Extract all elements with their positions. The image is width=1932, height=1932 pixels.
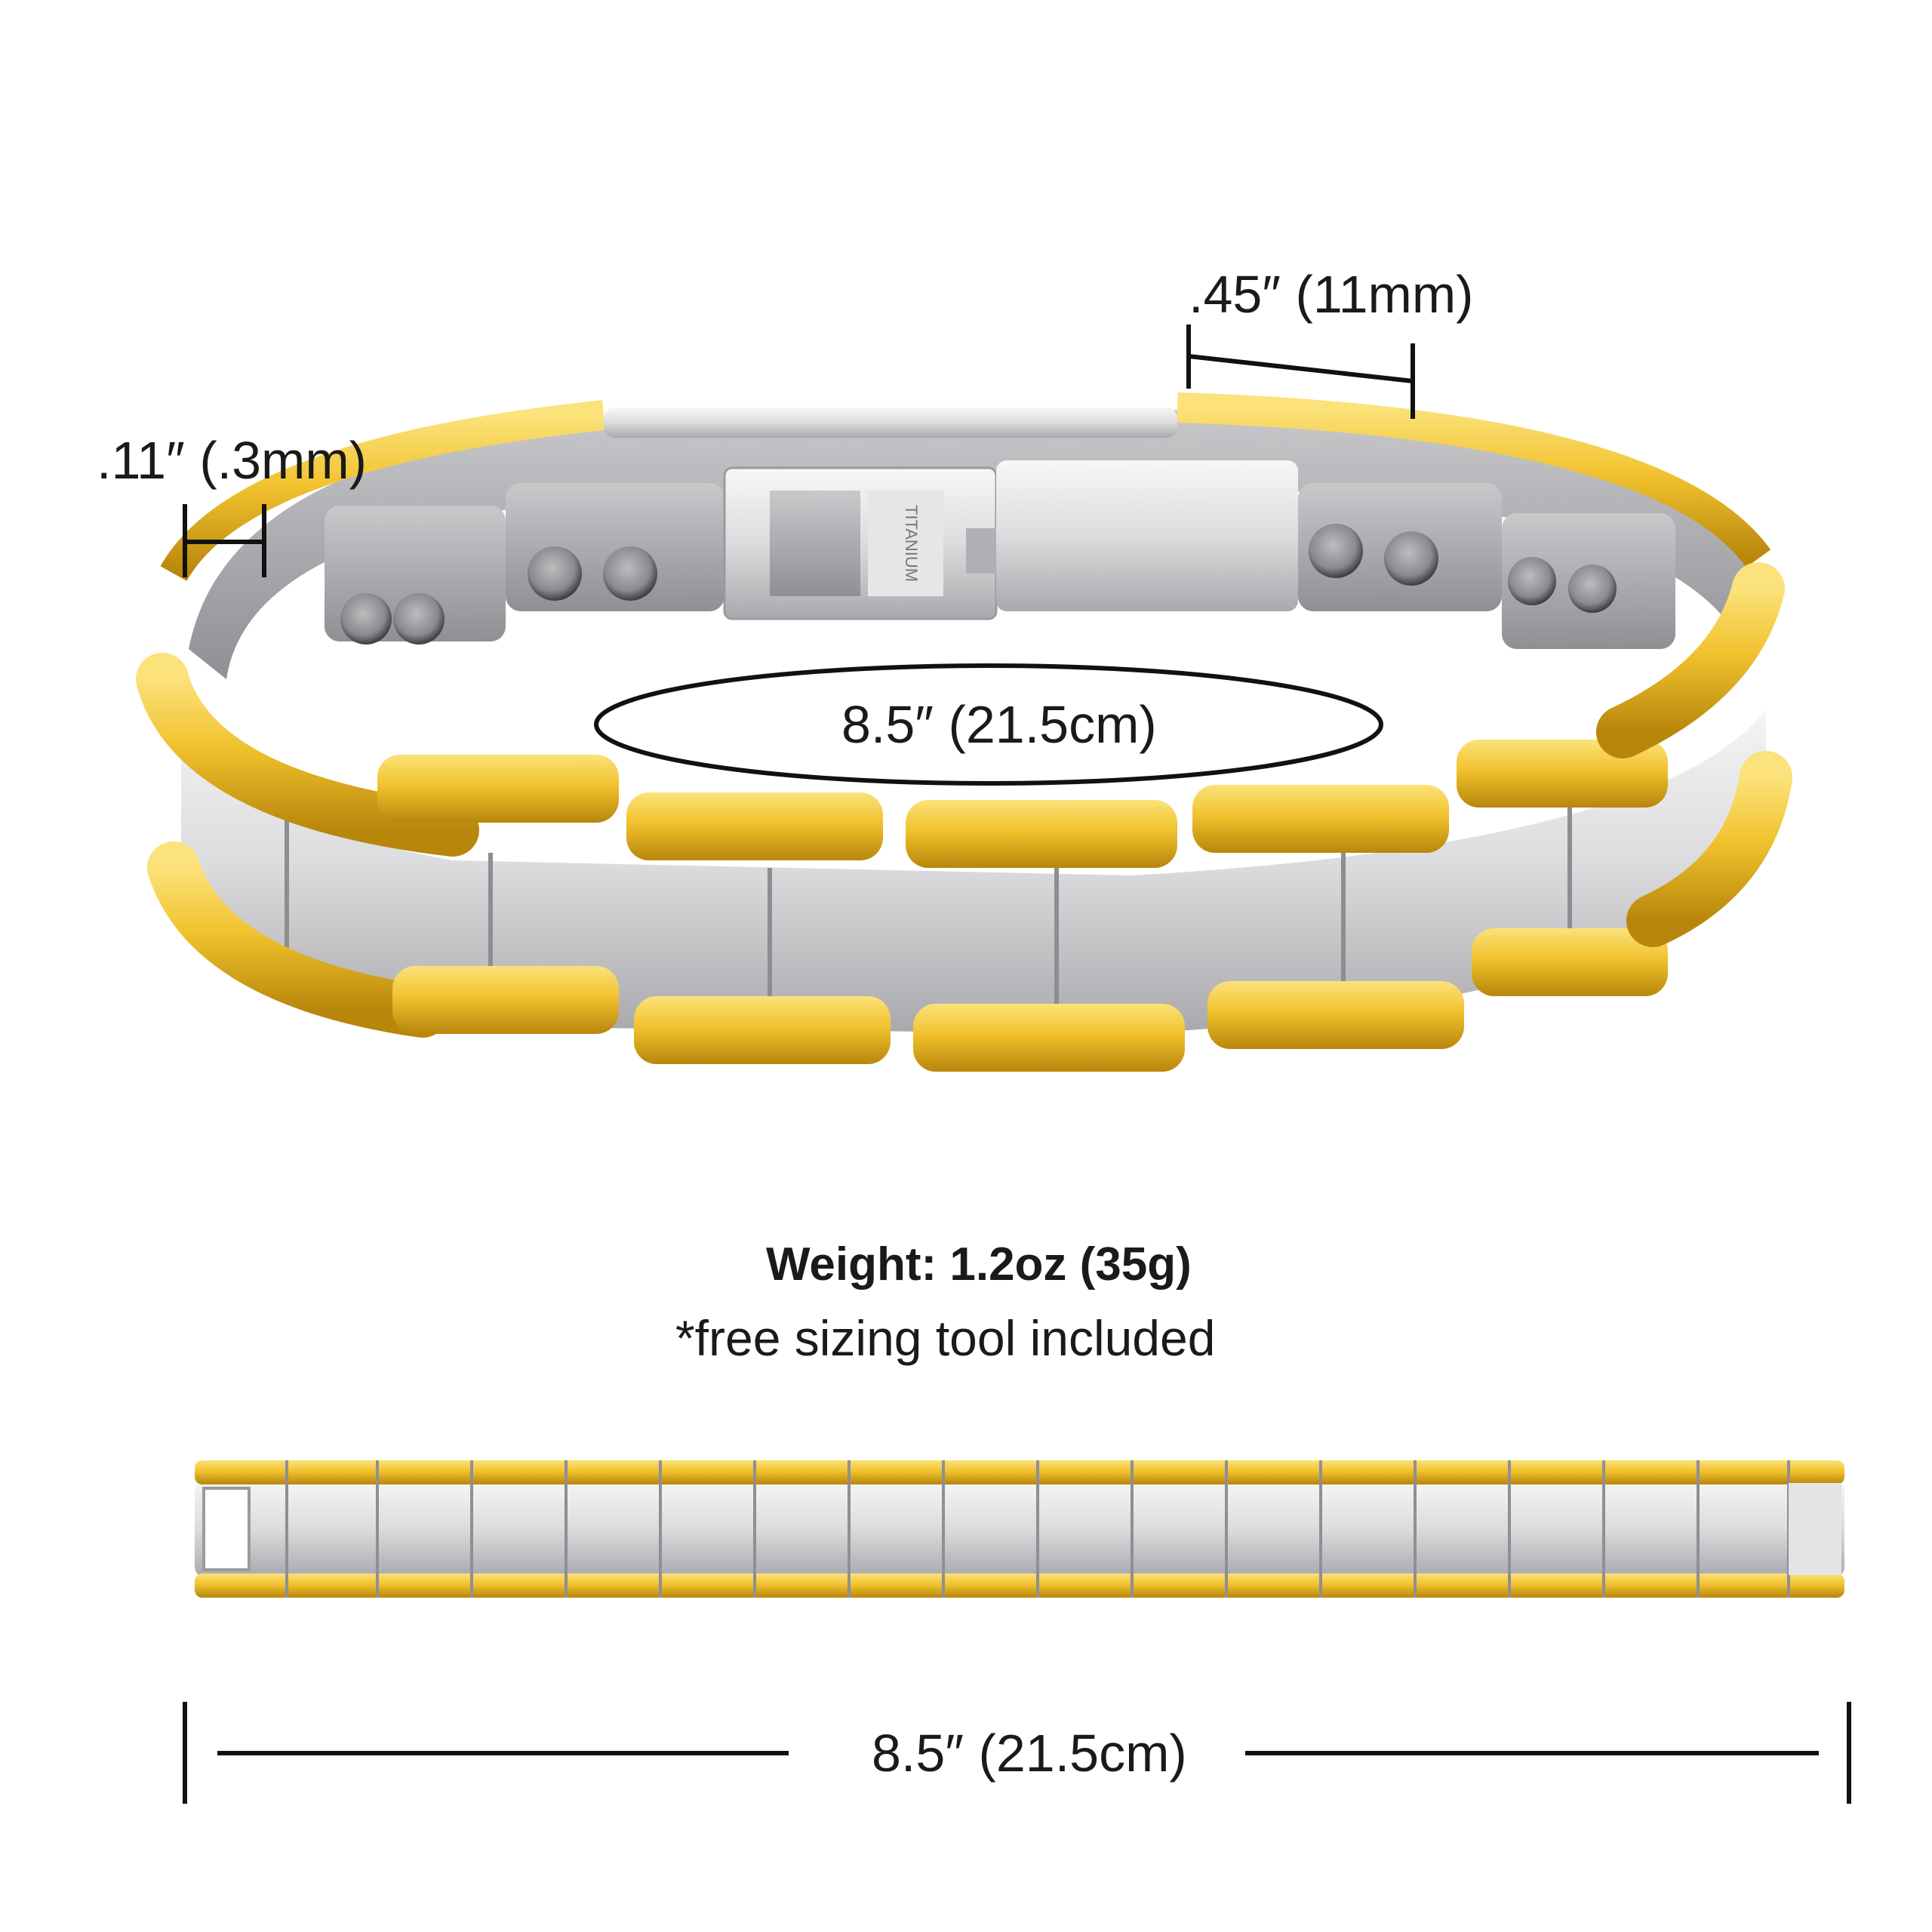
thickness-dimension <box>183 504 266 577</box>
circumference-oval <box>594 663 1383 786</box>
magnet-icon <box>1568 565 1617 613</box>
link-width-label: .45″ (11mm) <box>1189 265 1474 324</box>
flat-bracelet <box>195 1460 1844 1598</box>
magnet-icon <box>603 546 657 601</box>
circumference-label: 8.5″ (21.5cm) <box>841 695 1157 754</box>
magnet-icon <box>528 546 582 601</box>
gold-rail-lower <box>147 751 1792 1072</box>
link-width-dimension <box>1186 325 1415 419</box>
sizing-tool-note: *free sizing tool included <box>675 1310 1216 1366</box>
magnet-icon <box>1384 531 1438 586</box>
magnet-icon <box>340 593 392 645</box>
thickness-label: .11″ (.3mm) <box>97 431 367 490</box>
weight-text: Weight: 1.2oz (35g) <box>766 1238 1192 1291</box>
inner-magnet-links: TITANIUM <box>325 460 1675 649</box>
flat-length-dimension <box>183 1702 1851 1804</box>
magnet-icon <box>1508 557 1556 605</box>
clasp-engraving: TITANIUM <box>902 505 921 582</box>
magnet-icon <box>393 593 445 645</box>
magnet-icon <box>1309 524 1363 578</box>
gold-rail-upper <box>136 562 1785 868</box>
flat-length-label: 8.5″ (21.5cm) <box>872 1724 1187 1783</box>
